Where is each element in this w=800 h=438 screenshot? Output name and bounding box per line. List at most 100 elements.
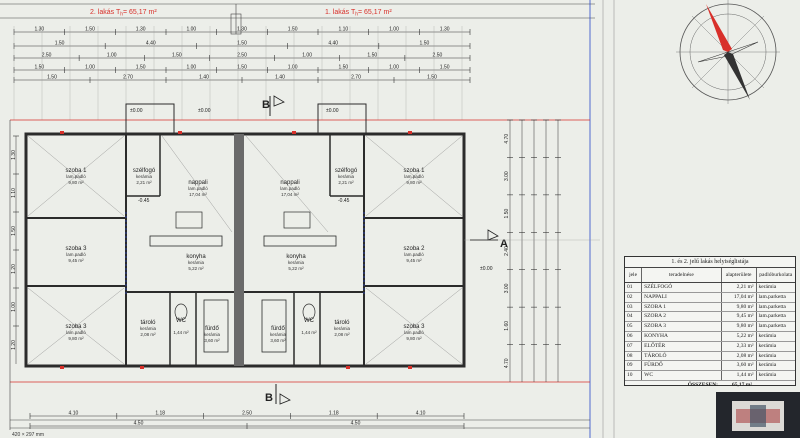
dimension-label: 3.00: [504, 283, 510, 293]
dimension-label: 1.00: [186, 65, 196, 71]
dimension-label: 1.30: [237, 27, 247, 33]
table-cell: TÁROLÓ: [642, 351, 722, 361]
dimension-label: 1.30: [34, 27, 44, 33]
table-cell: kerámia: [758, 362, 777, 369]
room-name: nappali: [188, 180, 207, 186]
room-name: WC: [304, 318, 315, 324]
room-area: 17,04 m²: [281, 192, 299, 197]
dimension-label: 4.50: [351, 421, 361, 427]
dimension-label: 1.00: [389, 27, 399, 33]
table-cell: 08: [625, 351, 643, 361]
level-mark: ±0.00: [198, 108, 211, 114]
total-value: 65,17 m²: [732, 381, 752, 388]
room-area: 9,80 m²: [68, 336, 84, 341]
dimension-label: 1.50: [172, 53, 182, 59]
section-marker-b-bottom: B: [265, 384, 291, 405]
level-mark: ±0.00: [326, 108, 339, 114]
dimension-label: 1.50: [11, 226, 17, 236]
room-area: 1,44 m²: [173, 330, 189, 335]
dimension-label: 2.50: [42, 53, 52, 59]
header-left-title: 2. lakás Th= 65,17 m²: [90, 9, 157, 18]
table-cell: 9,45 m²: [722, 312, 757, 322]
room-area: 2,21 m²: [338, 180, 354, 185]
room-name: szélfogó: [133, 168, 156, 174]
table-cell: lam.parketta: [758, 313, 786, 320]
dimension-label: 1.00: [107, 53, 117, 59]
left-dimension-chain: 1.301.101.501.201.001.20: [11, 135, 19, 364]
table-cell: 07: [625, 341, 643, 351]
building-walls: [24, 103, 466, 368]
table-cell: ELŐTÉR: [642, 341, 722, 351]
level-marks: ±0.00 ±0.00 -0.45 -0.45 ±0.00 ±0.00: [130, 108, 493, 272]
svg-text:B: B: [265, 392, 273, 404]
table-cell: 9,80 m²: [722, 322, 757, 331]
dimension-label: 4.10: [416, 411, 426, 417]
level-mark: -0.45: [338, 198, 350, 204]
level-mark: ±0.00: [130, 108, 143, 114]
dimension-label: 1.50: [420, 41, 430, 47]
dimension-label: 1.30: [440, 27, 450, 33]
room-floor: lam.padló: [404, 252, 424, 257]
table-total-row: ÖSSZESEN: 65,17 m²: [625, 381, 795, 390]
table-cell: lam.parketta: [758, 323, 786, 330]
table-cell: 9,80 m²: [722, 302, 757, 312]
level-mark: ±0.00: [480, 266, 493, 272]
dimension-label: 4.40: [328, 41, 338, 47]
room-floor: kerámia: [334, 326, 351, 331]
dimension-label: 2.70: [123, 75, 133, 81]
dimension-label: 1.00: [389, 65, 399, 71]
dimension-label: 4.50: [134, 421, 144, 427]
dimension-label: 4.40: [146, 41, 156, 47]
dimension-label: 1.00: [11, 302, 17, 312]
room-name: szélfogó: [335, 168, 358, 174]
dimension-label: 1.10: [338, 27, 348, 33]
dimension-label: 1.50: [338, 65, 348, 71]
compass-north-needle: [706, 4, 732, 52]
dimension-label: 1.18: [329, 411, 339, 417]
table-cell: kerámia: [758, 342, 777, 349]
dimension-label: 4.70: [504, 358, 510, 368]
room-floor: lam.padló: [66, 174, 86, 179]
table-cell: FÜRDŐ: [642, 361, 722, 371]
window-markers: [60, 131, 412, 369]
dimension-label: 1.40: [275, 75, 285, 81]
room-floor: kerámia: [288, 260, 305, 265]
dimension-label: 2.40: [504, 246, 510, 256]
table-cell: 06: [625, 331, 643, 341]
table-cell: kerámia: [758, 332, 777, 339]
preview-thumbnail[interactable]: [716, 392, 800, 438]
vent-lines: [125, 212, 365, 296]
dimension-label: 1.50: [85, 27, 95, 33]
table-cell: 01: [625, 283, 643, 292]
room-area: 2,21 m²: [136, 180, 152, 185]
table-cell: 3,60 m²: [722, 361, 757, 371]
room-name: szoba 3: [403, 324, 425, 330]
dimension-label: 1.50: [504, 208, 510, 218]
dimension-label: 1.50: [136, 65, 146, 71]
table-cell: 5,22 m²: [722, 331, 757, 341]
room-name: fürdő: [205, 326, 219, 332]
dimension-label: 1.50: [47, 75, 57, 81]
dimension-label: 2.50: [242, 411, 252, 417]
room-floor: kerámia: [270, 332, 287, 337]
room-name: fürdő: [271, 326, 285, 332]
col-header: jele: [625, 268, 643, 282]
dimension-label: 1.50: [55, 41, 65, 47]
table-cell: SZOBA 2: [642, 312, 722, 322]
table-cell: 10: [625, 371, 643, 380]
svg-text:A: A: [500, 238, 508, 250]
table-cell: lam.parketta: [758, 303, 786, 310]
room-area: 2,08 m²: [334, 332, 350, 337]
room-area: 17,04 m²: [189, 192, 207, 197]
right-dimension-chains: 4.703.001.502.403.001.604.70: [464, 119, 600, 382]
room-area: 2,08 m²: [140, 332, 156, 337]
room-area: 5,22 m²: [188, 266, 204, 271]
